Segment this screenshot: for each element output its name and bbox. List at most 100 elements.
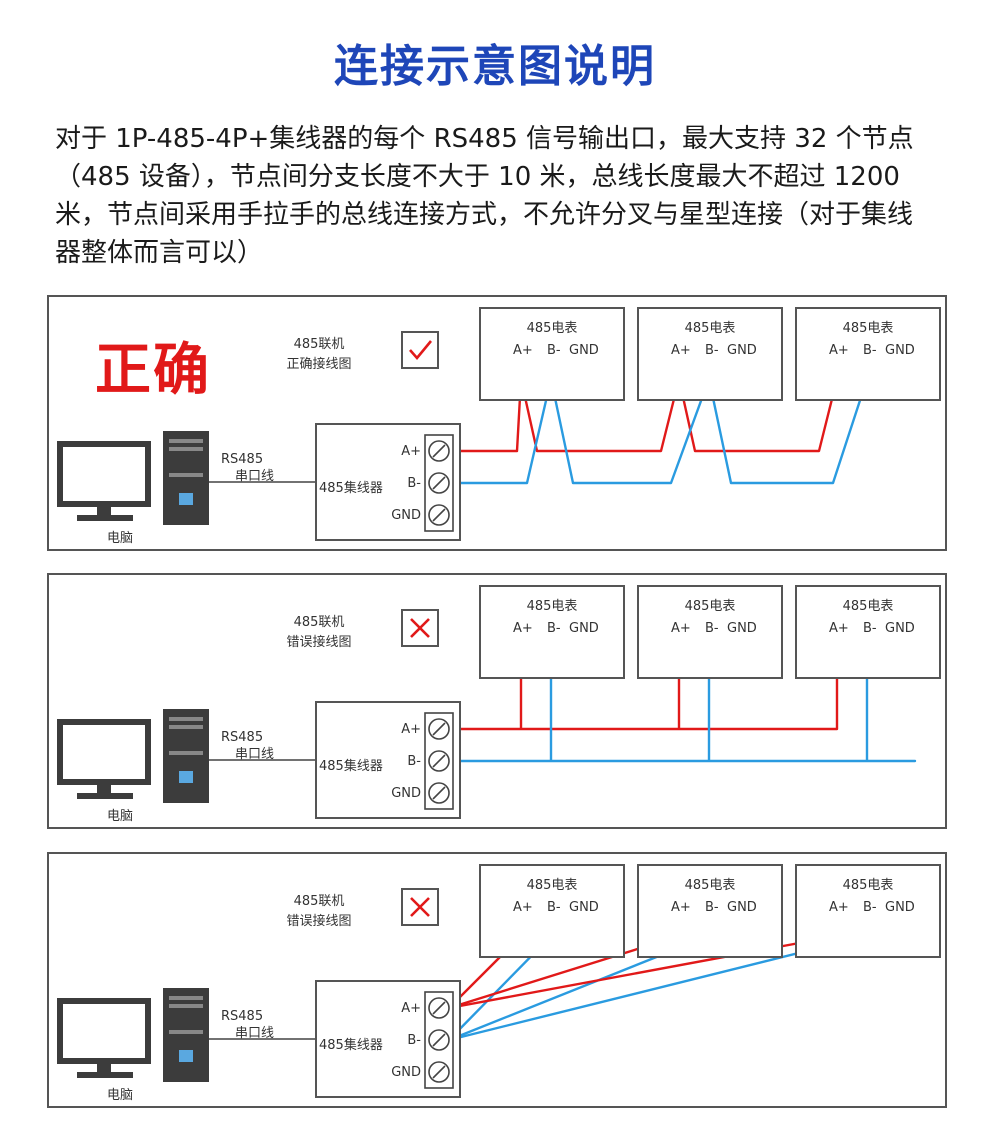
- caption-result: 错误接线图: [286, 914, 352, 929]
- meter-box: 485电表 A+ B- GND: [637, 585, 783, 679]
- meter-title: 485电表: [842, 599, 894, 614]
- wiring-caption: 485联机正确接线图: [259, 335, 379, 375]
- hub-screw-a-icon: [428, 997, 450, 1019]
- b-minus-bus-wire: [449, 377, 869, 485]
- computer-icon: [57, 441, 151, 521]
- hub-screw-b-icon: [428, 750, 450, 772]
- hub-terminal-a-label: A+: [401, 1001, 421, 1016]
- hub-terminal-b-label: B-: [407, 1033, 421, 1048]
- hub-terminal-gnd-label: GND: [391, 1065, 421, 1080]
- meter-title: 485电表: [842, 321, 894, 336]
- check-mark-icon-glyph: [409, 340, 433, 361]
- meter-terminal-b-label: B-: [705, 900, 719, 915]
- meter-terminal-gnd-label: GND: [727, 343, 757, 358]
- serial-label-line-2: 串口线: [235, 747, 275, 762]
- meter-title: 485电表: [526, 321, 578, 336]
- meter-title: 485电表: [684, 878, 736, 893]
- meter-terminal-gnd-label: GND: [569, 900, 599, 915]
- pc-tower-icon: [163, 988, 209, 1082]
- hub-terminal-gnd-label: GND: [391, 508, 421, 523]
- serial-label-line-1: RS485: [221, 452, 264, 467]
- wiring-caption: 485联机错误接线图: [259, 892, 379, 932]
- meter-terminal-a-label: A+: [513, 621, 533, 636]
- meter-box: 485电表 A+ B- GND: [637, 307, 783, 401]
- hub-screw-b-icon: [428, 1029, 450, 1051]
- b-minus-trunk-wire: [449, 657, 917, 763]
- hub-screw-gnd-icon: [428, 504, 450, 526]
- cross-mark-icon: [401, 888, 439, 926]
- meter-title: 485电表: [684, 599, 736, 614]
- meter-title: 485电表: [684, 321, 736, 336]
- serial-label-line-2: 串口线: [235, 1026, 275, 1041]
- meter-box: 485电表 A+ B- GND: [479, 585, 625, 679]
- meter-terminal-a-label: A+: [671, 621, 691, 636]
- serial-cable-label: RS485 串口线: [221, 451, 274, 485]
- serial-cable-label: RS485 串口线: [221, 729, 274, 763]
- meter-title: 485电表: [842, 878, 894, 893]
- meter-title: 485电表: [526, 878, 578, 893]
- serial-label-line-2: 串口线: [235, 469, 275, 484]
- serial-cable-label: RS485 串口线: [221, 1008, 274, 1042]
- meter-terminal-a-label: A+: [513, 343, 533, 358]
- meter-terminal-a-label: A+: [829, 900, 849, 915]
- computer-label: 电脑: [107, 531, 134, 546]
- meter-terminal-b-label: B-: [863, 621, 877, 636]
- serial-label-line-1: RS485: [221, 1009, 264, 1024]
- computer-icon: [57, 998, 151, 1078]
- wiring-canvas: [57, 934, 868, 1082]
- hub-screw-a-icon: [428, 718, 450, 740]
- caption-result: 正确接线图: [286, 357, 352, 372]
- hub-screw-gnd-icon: [428, 1061, 450, 1083]
- meter-terminal-b-label: B-: [863, 343, 877, 358]
- meter-terminal-gnd-label: GND: [727, 621, 757, 636]
- meter-box: 485电表 A+ B- GND: [479, 307, 625, 401]
- meter-terminal-b-label: B-: [547, 343, 561, 358]
- wiring-caption: 485联机错误接线图: [259, 613, 379, 653]
- check-mark-icon: [401, 331, 439, 369]
- meter-terminal-b-label: B-: [547, 621, 561, 636]
- cross-mark-icon: [401, 609, 439, 647]
- cross-mark-icon-glyph: [410, 897, 430, 917]
- meter-terminal-b-label: B-: [705, 621, 719, 636]
- caption-result: 错误接线图: [286, 635, 352, 650]
- meter-box: 485电表 A+ B- GND: [795, 307, 941, 401]
- pc-tower-icon: [163, 709, 209, 803]
- meter-terminal-a-label: A+: [671, 900, 691, 915]
- meter-terminal-gnd-label: GND: [885, 621, 915, 636]
- meter-terminal-gnd-label: GND: [885, 343, 915, 358]
- meter-terminal-b-label: B-: [863, 900, 877, 915]
- intro-text: 对于 1P-485-4P+集线器的每个 RS485 信号输出口，最大支持 32 …: [55, 124, 914, 268]
- serial-label-line-1: RS485: [221, 730, 264, 745]
- meter-terminal-a-label: A+: [829, 343, 849, 358]
- meter-terminal-a-label: A+: [671, 343, 691, 358]
- meter-box: 485电表 A+ B- GND: [795, 585, 941, 679]
- hub-terminal-b-label: B-: [407, 754, 421, 769]
- wiring-canvas: [57, 657, 917, 803]
- correct-label: 正确: [95, 338, 211, 403]
- meter-terminal-gnd-label: GND: [885, 900, 915, 915]
- a-plus-trunk-wire: [449, 657, 839, 731]
- wiring-canvas: [57, 377, 869, 525]
- meter-box: 485电表 A+ B- GND: [795, 864, 941, 958]
- meter-terminal-a-label: A+: [829, 621, 849, 636]
- meter-terminal-gnd-label: GND: [569, 343, 599, 358]
- computer-label: 电脑: [107, 1088, 134, 1103]
- meter-title: 485电表: [526, 599, 578, 614]
- meter-box: 485电表 A+ B- GND: [479, 864, 625, 958]
- caption-network: 485联机: [293, 337, 345, 352]
- meter-terminal-b-label: B-: [547, 900, 561, 915]
- hub-terminal-b-label: B-: [407, 476, 421, 491]
- meter-terminal-b-label: B-: [705, 343, 719, 358]
- meter-terminal-a-label: A+: [513, 900, 533, 915]
- page-title: 连接示意图说明: [334, 41, 656, 92]
- meter-terminal-gnd-label: GND: [569, 621, 599, 636]
- hub-screw-a-icon: [428, 440, 450, 462]
- caption-network: 485联机: [293, 615, 345, 630]
- meter-terminal-gnd-label: GND: [727, 900, 757, 915]
- hub-terminal-a-label: A+: [401, 722, 421, 737]
- hub-name: 485集线器: [319, 481, 383, 496]
- hub-name: 485集线器: [319, 759, 383, 774]
